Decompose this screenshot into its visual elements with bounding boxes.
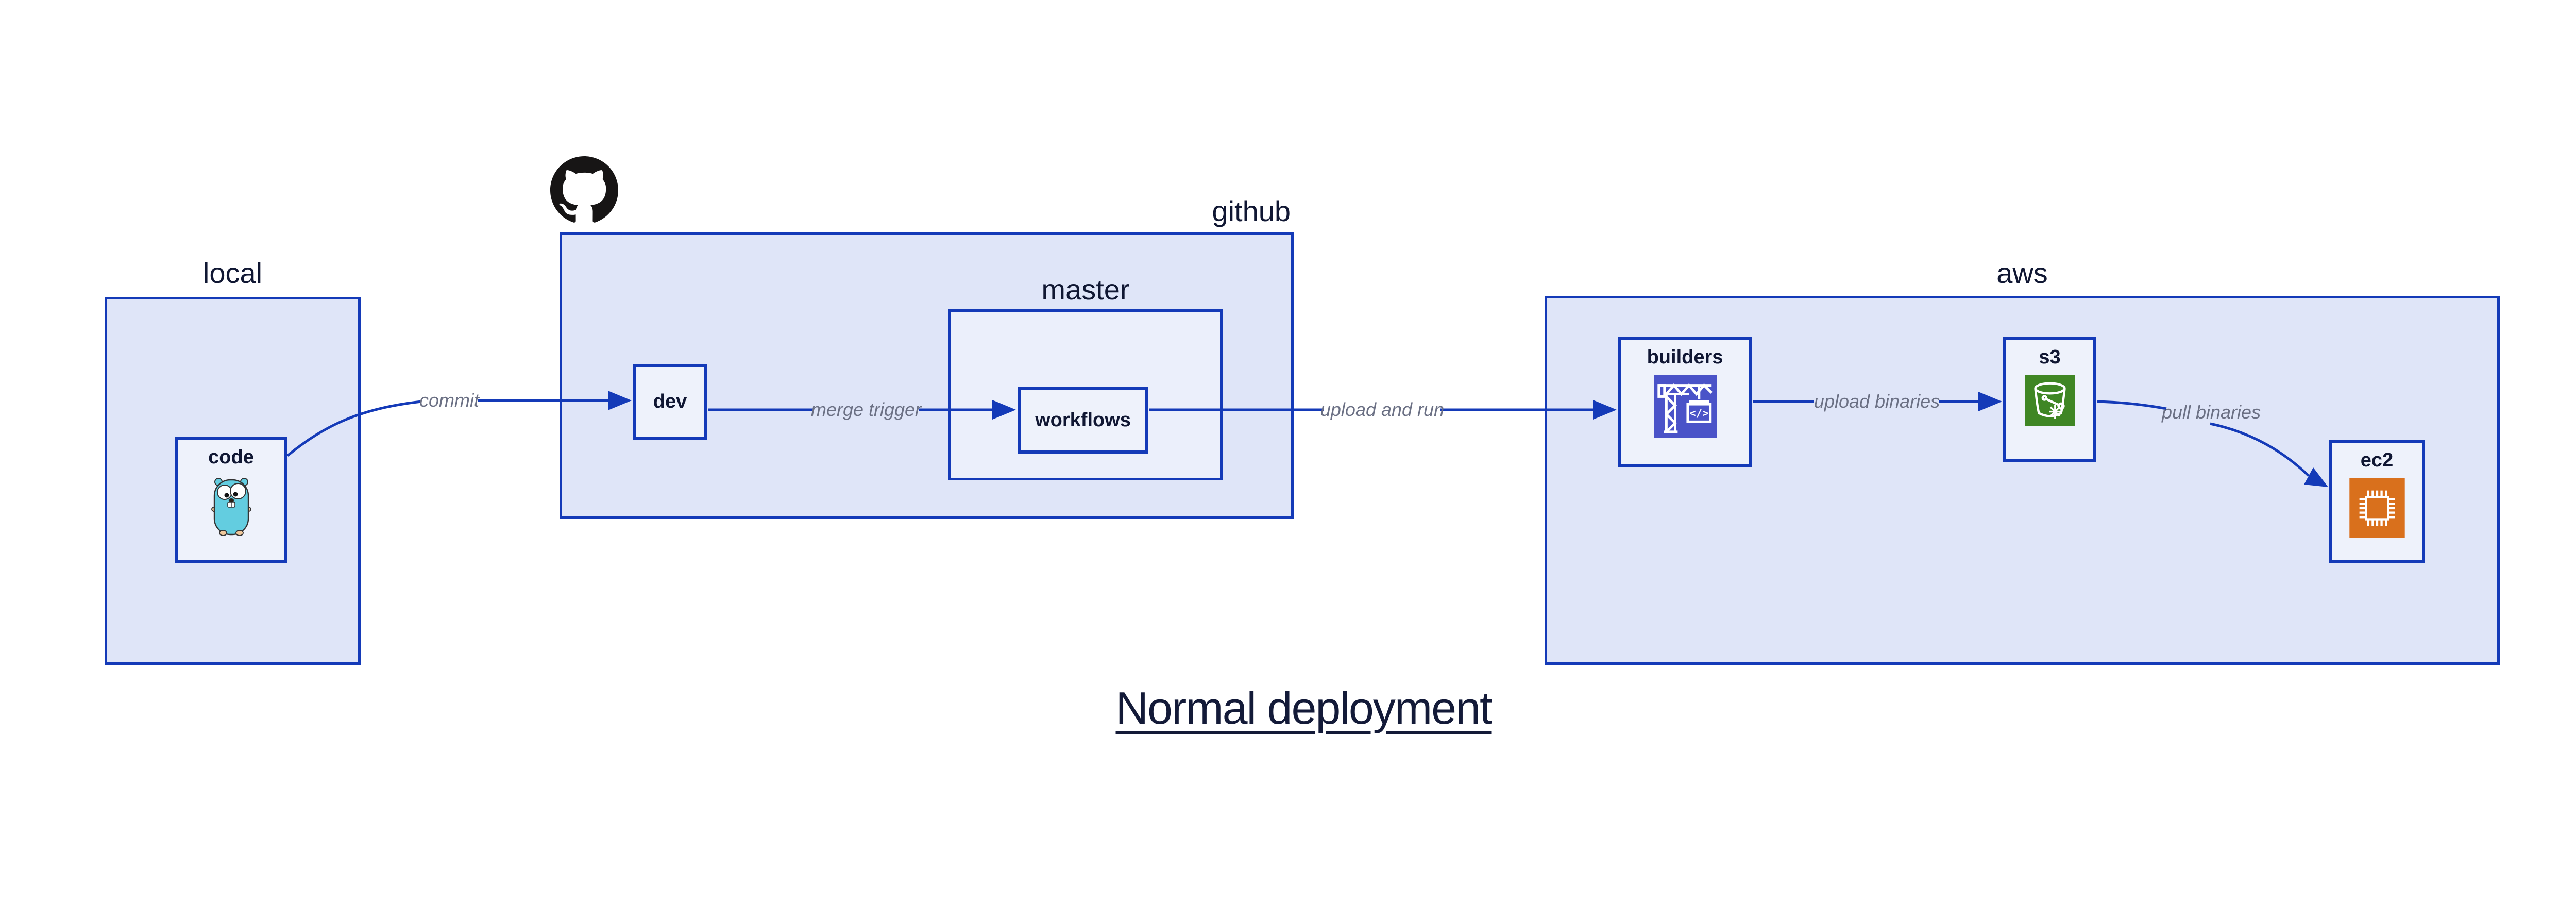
node-s3-label: s3 <box>2039 346 2061 368</box>
node-builders-label: builders <box>1647 346 1723 368</box>
codebuild-crane-icon: </> <box>1653 375 1717 441</box>
diagram-title: Normal deployment <box>1115 682 1493 733</box>
ec2-chip-icon <box>2349 478 2405 541</box>
node-dev: dev <box>633 364 707 440</box>
github-octocat-icon <box>550 156 618 224</box>
edge-upload-binaries-label: upload binaries <box>1814 391 1940 412</box>
node-workflows: workflows <box>1018 387 1148 454</box>
edge-upload-and-run-label: upload and run <box>1320 399 1445 420</box>
node-s3: s3 <box>2003 337 2096 462</box>
node-ec2-label: ec2 <box>2360 449 2394 471</box>
edge-commit-label: commit <box>419 390 479 411</box>
s3-glacier-bucket-icon <box>2024 375 2075 428</box>
edge-merge-trigger-label: merge trigger <box>810 399 922 420</box>
group-github-label: github <box>1212 195 1291 227</box>
node-ec2: ec2 <box>2329 440 2425 563</box>
node-code-label: code <box>208 446 254 468</box>
node-code: code <box>175 437 287 563</box>
node-dev-label: dev <box>653 391 687 413</box>
group-local-label: local <box>202 257 263 289</box>
group-master-label: master <box>1041 273 1130 306</box>
go-gopher-icon <box>210 475 252 540</box>
group-aws-label: aws <box>1996 257 2048 289</box>
edge-pull-binaries-label: pull binaries <box>2161 402 2261 423</box>
node-builders: builders </> <box>1618 337 1752 467</box>
node-workflows-label: workflows <box>1035 409 1131 431</box>
svg-text:</>: </> <box>1689 407 1708 419</box>
